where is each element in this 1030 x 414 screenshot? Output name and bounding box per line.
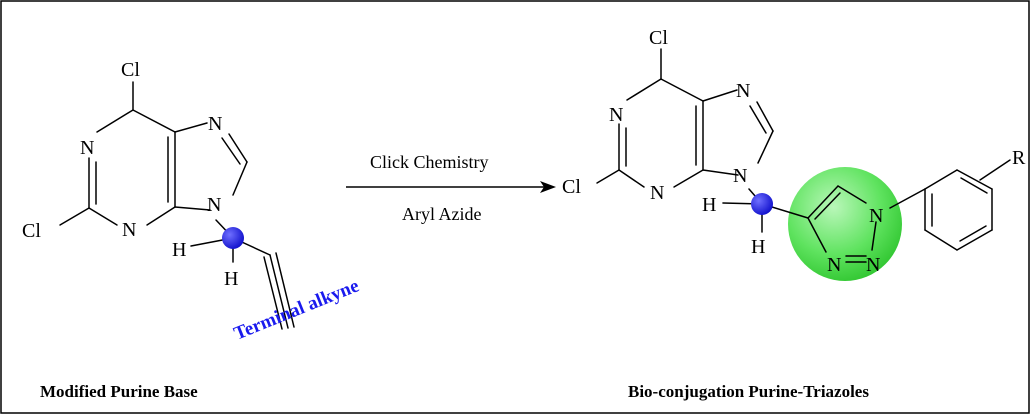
atom-r-substituent: R [1012,147,1026,169]
atom-n1-left: N [80,137,94,159]
atom-n9-right: N [733,165,747,187]
triazole-highlight [788,167,902,281]
caption-modified-purine: Modified Purine Base [40,382,198,401]
terminal-alkyne-label: Terminal alkyne [231,275,362,344]
reaction-arrow [346,181,556,193]
atom-triazole-n2: N [866,254,880,276]
atom-n7-left: N [208,113,222,135]
atom-n9-left: N [207,194,221,216]
atom-triazole-n3: N [827,254,841,276]
atom-n1-right: N [609,104,623,126]
atom-cl-side-left: Cl [22,220,41,242]
stereocenter-marker-left [222,227,244,249]
atom-n7-right: N [736,80,750,102]
purine-triazole-structure: Cl N N N N Cl H H N N N R [562,27,1026,276]
atom-h-right-1: H [702,194,716,216]
reagent-label-bottom: Aryl Azide [402,204,481,224]
stereocenter-marker-right [751,193,773,215]
modified-purine-structure: Cl N N N N Cl H H [22,59,295,330]
atom-cl-top-right: Cl [649,27,668,49]
reagent-label-top: Click Chemistry [370,152,489,172]
atom-h-right-2: H [751,236,765,258]
atom-cl-top-left: Cl [121,59,140,81]
atom-cl-side-right: Cl [562,176,581,198]
caption-bioconjugation: Bio-conjugation Purine-Triazoles [628,382,869,401]
atom-h-left-2: H [224,268,238,290]
atom-n3-left: N [122,219,136,241]
atom-triazole-n1: N [869,205,883,227]
atom-h-left-1: H [172,239,186,261]
atom-n3-right: N [650,182,664,204]
